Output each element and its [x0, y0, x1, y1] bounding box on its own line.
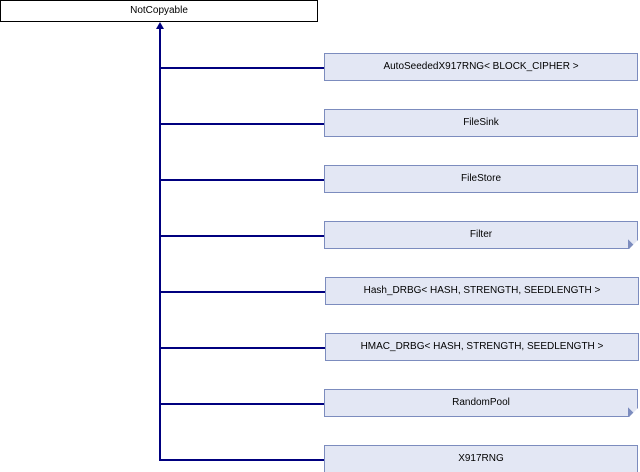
class-node-derived[interactable]: AutoSeededX917RNG< BLOCK_CIPHER >: [324, 53, 638, 81]
inheritance-arrow-icon: [156, 22, 164, 29]
inheritance-branch-line: [159, 67, 324, 69]
class-node-label: FileStore: [460, 173, 501, 184]
class-node-derived[interactable]: HMAC_DRBG< HASH, STRENGTH, SEEDLENGTH >: [325, 333, 639, 361]
class-node-label: Filter: [469, 229, 493, 240]
class-node-derived[interactable]: X917RNG: [324, 445, 638, 472]
inheritance-branch-line: [159, 291, 325, 293]
class-node-derived[interactable]: FileStore: [324, 165, 638, 193]
inheritance-branch-line: [159, 459, 324, 461]
class-node-label: X917RNG: [458, 453, 504, 464]
class-node-derived[interactable]: Filter: [324, 221, 638, 249]
inheritance-branch-line: [159, 235, 324, 237]
class-node-label: FileSink: [463, 117, 499, 128]
class-node-label: HMAC_DRBG< HASH, STRENGTH, SEEDLENGTH >: [360, 341, 604, 352]
class-node-root[interactable]: NotCopyable: [0, 0, 318, 22]
inheritance-branch-line: [159, 347, 325, 349]
inheritance-branch-line: [159, 123, 324, 125]
class-node-derived[interactable]: Hash_DRBG< HASH, STRENGTH, SEEDLENGTH >: [325, 277, 639, 305]
class-node-derived[interactable]: RandomPool: [324, 389, 638, 417]
inheritance-trunk-line: [159, 28, 161, 460]
class-node-label: AutoSeededX917RNG< BLOCK_CIPHER >: [383, 61, 579, 72]
class-node-label: NotCopyable: [130, 5, 188, 16]
class-node-label: Hash_DRBG< HASH, STRENGTH, SEEDLENGTH >: [363, 285, 601, 296]
class-node-label: RandomPool: [452, 397, 510, 408]
inheritance-branch-line: [159, 179, 324, 181]
inheritance-branch-line: [159, 403, 324, 405]
class-node-derived[interactable]: FileSink: [324, 109, 638, 137]
